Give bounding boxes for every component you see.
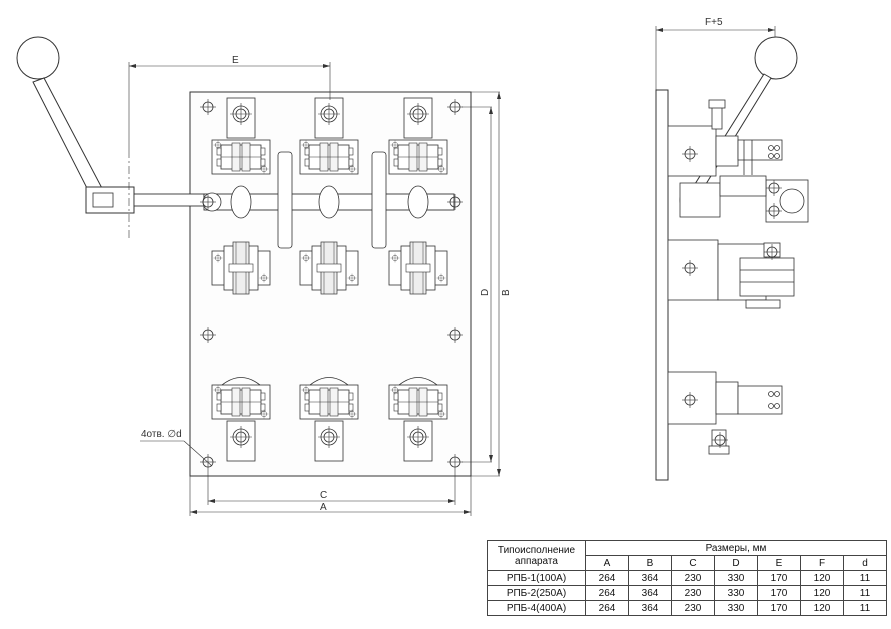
value-cell: 264 — [585, 570, 629, 586]
value-cell: 170 — [757, 570, 801, 586]
type-header: Типоисполнение аппарата — [487, 540, 586, 571]
upper-contacts — [212, 97, 447, 174]
type-cell: РПБ-2(250А) — [487, 585, 586, 601]
value-cell: 170 — [757, 585, 801, 601]
side-lower-unit — [667, 371, 783, 455]
value-cell: 11 — [843, 600, 887, 616]
value-cell: 11 — [843, 570, 887, 586]
dim-label-d: D — [480, 289, 491, 296]
col-header: A — [585, 555, 629, 571]
col-header: D — [714, 555, 758, 571]
value-cell: 264 — [585, 600, 629, 616]
middle-fuse-holders — [212, 242, 447, 294]
side-base-plate — [655, 89, 669, 481]
value-cell: 364 — [628, 585, 672, 601]
col-header: B — [628, 555, 672, 571]
value-cell: 330 — [714, 600, 758, 616]
front-view: E D B C A 4отв. ∅d — [16, 36, 512, 516]
dim-label-c: C — [320, 490, 327, 501]
dimension-lines — [128, 62, 500, 516]
value-cell: 120 — [800, 570, 844, 586]
type-cell: РПБ-4(400А) — [487, 600, 586, 616]
value-cell: 230 — [671, 570, 715, 586]
value-cell: 364 — [628, 600, 672, 616]
col-header: d — [843, 555, 887, 571]
dim-label-a: A — [320, 502, 327, 513]
operating-handle — [16, 36, 205, 240]
col-header: C — [671, 555, 715, 571]
dim-label-e: E — [232, 55, 239, 66]
value-cell: 230 — [671, 600, 715, 616]
dim-label-holes: 4отв. ∅d — [141, 429, 182, 440]
table-row: РПБ-4(400А) 264 364 230 330 170 120 11 — [487, 600, 887, 616]
col-header: E — [757, 555, 801, 571]
side-middle-unit — [667, 239, 795, 309]
dim-label-f5: F+5 — [705, 17, 723, 28]
value-cell: 330 — [714, 570, 758, 586]
side-upper-unit — [667, 99, 809, 223]
lower-contacts — [212, 377, 447, 462]
table-row: РПБ-2(250А) 264 364 230 330 170 120 11 — [487, 585, 887, 601]
value-cell: 11 — [843, 585, 887, 601]
value-cell: 330 — [714, 585, 758, 601]
value-cell: 230 — [671, 585, 715, 601]
value-cell: 364 — [628, 570, 672, 586]
col-header: F — [800, 555, 844, 571]
value-cell: 120 — [800, 600, 844, 616]
value-cell: 170 — [757, 600, 801, 616]
value-cell: 264 — [585, 585, 629, 601]
value-cell: 120 — [800, 585, 844, 601]
dims-header: Размеры, мм — [585, 540, 887, 556]
table-row: РПБ-1(100А) 264 364 230 330 170 120 11 — [487, 570, 887, 586]
dimensions-table: Типоисполнение аппарата Размеры, мм A B … — [487, 540, 887, 616]
type-cell: РПБ-1(100А) — [487, 570, 586, 586]
dim-label-b: B — [501, 289, 512, 296]
side-view: F+5 — [655, 17, 809, 481]
